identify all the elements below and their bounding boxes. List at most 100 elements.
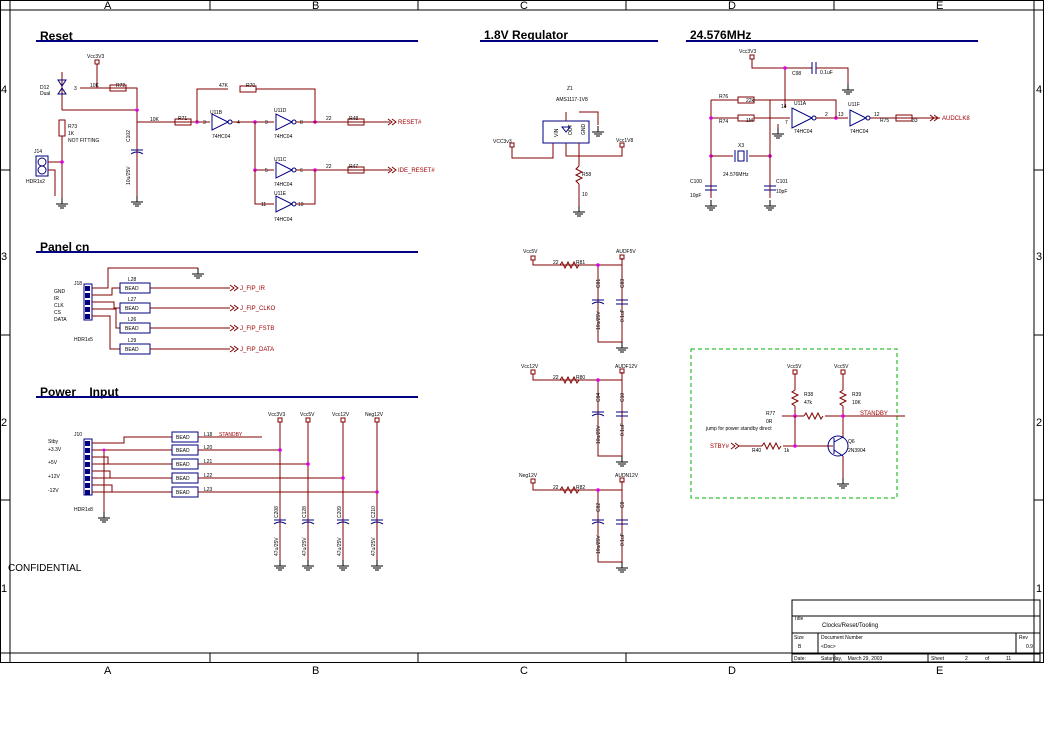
stby-label: Stby xyxy=(48,439,59,445)
r71-value: 10K xyxy=(150,117,160,123)
col-e-bottom: E xyxy=(936,665,943,677)
u11c-pin6: 6 xyxy=(300,168,303,174)
panel-pin-gnd: GND xyxy=(54,289,66,295)
c210-value: 47u/25V xyxy=(371,537,377,556)
audclk-net: AUDCLK8 xyxy=(942,116,970,122)
fip-ir-net: J_FIP_IR xyxy=(240,286,266,292)
date-value: Saturday, March 29, 2003 xyxy=(821,656,883,662)
col-d-bottom: D xyxy=(728,665,736,677)
c98-ref: C98 xyxy=(792,71,801,77)
r77-ref: R77 xyxy=(766,411,775,417)
u11a-ref: U11A xyxy=(794,101,807,107)
confidential-label: CONFIDENTIAL xyxy=(8,563,82,574)
col-a-bottom: A xyxy=(104,665,112,677)
reset-vcc: Vcc3V3 xyxy=(87,54,104,60)
r40-ref: R40 xyxy=(752,448,761,454)
u11e-type: 74HC04 xyxy=(274,217,293,223)
q6-ref: Q6 xyxy=(848,439,855,445)
panel-pin-clk: CLK xyxy=(54,303,64,309)
r72-ref: R72 xyxy=(116,83,125,89)
row-2-right: 2 xyxy=(1036,417,1042,429)
fip-clko-net: J_FIP_CLKO xyxy=(240,306,276,312)
clock-header: 24.576MHz xyxy=(690,28,751,42)
c102-ref: C102 xyxy=(126,130,132,142)
c102-value: 10u/25V xyxy=(126,166,132,185)
c101-ref: C101 xyxy=(776,179,788,185)
doc-value: <Doc> xyxy=(821,644,836,650)
aud1-r-ref: R81 xyxy=(576,260,585,266)
aud2-c1-ref: C84 xyxy=(596,393,602,402)
power-header: Power Input xyxy=(40,385,119,399)
r76-value: 22k xyxy=(746,98,755,104)
u11e-pin11: 11 xyxy=(261,202,266,208)
x3-ref: X3 xyxy=(738,143,744,149)
p33-label: +3.3V xyxy=(48,447,62,453)
fip-fstb-net: J_FIP_FSTB xyxy=(240,326,274,332)
u11f-pin13: 13 xyxy=(838,112,844,118)
panel-pin-data: DATA xyxy=(54,317,67,323)
l28-label: BEAD xyxy=(125,286,139,292)
clock-circuit: Vcc3V3 C98 0.1uF R76 22k R74 1M U11A 74H… xyxy=(690,49,970,211)
aud1-vcc: Vcc5V xyxy=(523,249,538,255)
r73-ref: R73 xyxy=(68,124,77,130)
j10-value: HDR1x8 xyxy=(74,507,93,513)
u11d-pin9: 9 xyxy=(265,120,268,126)
audio-filter-3: Neg12V AUDN12V 22 R82 C82 10u/25V C8 0.1… xyxy=(519,473,639,573)
aud1-c1-ref: C81 xyxy=(596,279,602,288)
regulator-circuit: Z1 AMS1117-1V8 VIN OUT GND VCC3v3 Vcc1V8… xyxy=(493,86,633,217)
col-d-top: D xyxy=(728,0,736,12)
gnd-pin: GND xyxy=(581,124,587,136)
panel-header: Panel cn xyxy=(40,240,89,254)
l26-ref: L26 xyxy=(128,317,137,323)
r58-ref: R58 xyxy=(582,172,591,178)
col-b-bottom: B xyxy=(312,665,319,677)
d12-value: Dual xyxy=(40,91,50,97)
aud2-c1-value: 10u/25V xyxy=(596,425,602,444)
clock-vcc: Vcc3V3 xyxy=(739,49,756,55)
aud2-c2-ref: C10 xyxy=(620,393,626,402)
row-3-left: 3 xyxy=(1,251,7,263)
r76-ref: R76 xyxy=(719,94,728,100)
c98-value: 0.1uF xyxy=(820,70,833,76)
row-4-right: 4 xyxy=(1036,84,1042,96)
l29-ref: L29 xyxy=(128,338,137,344)
l18-label: BEAD xyxy=(176,435,190,441)
section-headers: Reset 1.8V Regulator 24.576MHz Panel cn … xyxy=(36,28,978,399)
col-c-bottom: C xyxy=(520,665,528,677)
c100-value: 10pF xyxy=(690,193,701,199)
l22-ref: L22 xyxy=(204,473,213,479)
row-2-left: 2 xyxy=(1,417,7,429)
rail-neg12v: Neg12V xyxy=(365,412,384,418)
standby-note: jump for power standby direct xyxy=(705,426,772,432)
r58-value: 10 xyxy=(582,192,588,198)
audio-filter-2: Vcc12V AUDF12V 22 R80 C84 10u/25V C10 0.… xyxy=(521,364,638,467)
standby-out-net: STANDBY xyxy=(860,411,888,417)
out-pin: OUT xyxy=(568,124,574,135)
z1-ref: Z1 xyxy=(567,86,573,92)
panel-pin-cs: CS xyxy=(54,310,62,316)
aud2-out: AUDF12V xyxy=(615,364,638,370)
aud2-r-ref: R80 xyxy=(576,375,585,381)
sheet-value: 2 xyxy=(965,656,968,662)
r70-value: 47K xyxy=(219,83,229,89)
title-label: Title xyxy=(794,616,803,622)
u11d-type: 74HC04 xyxy=(274,134,293,140)
l29-label: BEAD xyxy=(125,347,139,353)
size-label: Size xyxy=(794,635,804,641)
j10-ref: J10 xyxy=(74,432,82,438)
aud2-vcc: Vcc12V xyxy=(521,364,539,370)
d12-ref: D12 xyxy=(40,85,49,91)
c208-ref: C208 xyxy=(274,506,280,518)
sheet-label: Sheet xyxy=(931,656,945,662)
rev-value: 0.9 xyxy=(1026,644,1033,650)
l27-label: BEAD xyxy=(125,306,139,312)
l28-ref: L28 xyxy=(128,277,137,283)
p12-label: +12V xyxy=(48,474,60,480)
l21-ref: L21 xyxy=(204,459,213,465)
u11c-type: 74HC04 xyxy=(274,182,293,188)
u11f-pin12: 12 xyxy=(874,112,880,118)
u11b-type: 74HC04 xyxy=(212,134,231,140)
reset-net: RESET# xyxy=(398,120,422,126)
stby-in-net: STBY# xyxy=(710,444,730,450)
